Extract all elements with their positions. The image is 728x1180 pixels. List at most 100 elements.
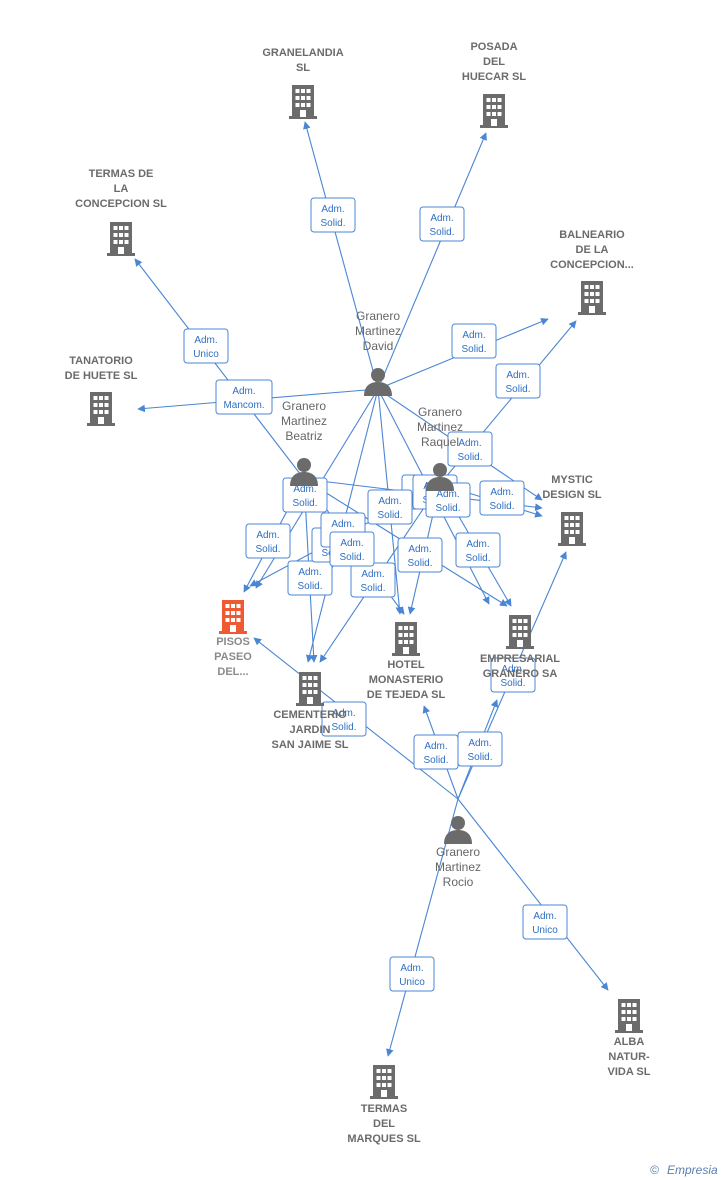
- copyright-icon: ©: [650, 1163, 659, 1177]
- relation-label-line: Solid.: [339, 552, 364, 563]
- company-name-line: PISOS: [216, 636, 250, 648]
- building-icon: [392, 622, 420, 656]
- building-icon: [480, 94, 508, 128]
- building-icon: [615, 999, 643, 1033]
- relation-edge-beatriz-termas_concepcion: [134, 258, 305, 480]
- relation-label-beatriz-mystic[interactable]: Adm.Solid.: [367, 489, 413, 525]
- relation-label-box: [522, 904, 568, 940]
- relation-label-line: Adm.: [293, 484, 316, 495]
- company-name-line: SAN JAIME SL: [271, 739, 348, 751]
- relation-label-rocio-empresarial[interactable]: Adm.Solid.: [490, 657, 536, 693]
- relation-edge-david-granelandia: [303, 121, 379, 390]
- person-name-line: Martinez: [355, 324, 401, 338]
- person-name-line: Beatriz: [285, 429, 322, 443]
- relation-label-raquel-balneario[interactable]: Adm.Solid.: [495, 363, 541, 399]
- company-name-line: BALNEARIO: [559, 229, 625, 241]
- company-node-pisos[interactable]: PISOSPASEODEL...: [214, 600, 252, 678]
- relation-label-line: Solid.: [331, 722, 356, 733]
- relation-label-david-granelandia[interactable]: Adm.Solid.: [310, 197, 356, 233]
- relation-label-line: Adm.: [468, 738, 491, 749]
- relation-label-david-empresarial[interactable]: Adm.Solid.: [479, 480, 525, 516]
- person-name-line: Granero: [282, 399, 326, 413]
- relation-label-line: Adm.: [232, 386, 255, 397]
- relation-label-line: Solid.: [377, 510, 402, 521]
- company-node-empresarial[interactable]: EMPRESARIAL GRANERO SA: [480, 615, 560, 680]
- relation-label-box: [287, 560, 333, 596]
- relation-label-beatriz-termas_concepcion[interactable]: Adm.Unico: [183, 328, 229, 364]
- person-name-line: Martinez: [281, 414, 327, 428]
- person-icon: [290, 458, 318, 486]
- relation-label-line: Adm.: [436, 489, 459, 500]
- relation-label-raquel-mystic[interactable]: Adm.Solid.: [447, 431, 493, 467]
- person-icon: [364, 368, 392, 396]
- company-name-line: EMPRESARIAL: [480, 653, 560, 665]
- relation-label-box: [329, 531, 375, 567]
- relation-label-line: Solid.: [320, 218, 345, 229]
- relation-label-box: [419, 206, 465, 242]
- relation-label-line: Solid.: [461, 344, 486, 355]
- relation-label-box: [447, 431, 493, 467]
- relation-label-rocio-pisos[interactable]: Adm.Solid.: [321, 701, 367, 737]
- building-icon: [289, 85, 317, 119]
- company-name-line: DE LA: [576, 244, 609, 256]
- relation-label-raquel-cementerio[interactable]: Adm.Solid.: [329, 531, 375, 567]
- relation-label-david-posada[interactable]: Adm.Solid.: [419, 206, 465, 242]
- relation-label-raquel-hotel[interactable]: Adm.Solid.: [397, 537, 443, 573]
- company-name-line: LA: [114, 183, 129, 195]
- company-name-line: SL: [296, 62, 310, 74]
- company-name-line: NATUR-: [608, 1051, 650, 1063]
- relation-label-rocio-mystic[interactable]: Adm. Solid.: [457, 731, 503, 767]
- relation-label-david-hotel[interactable]: Adm.Solid.: [287, 560, 333, 596]
- relation-label-line: Adm.: [331, 519, 354, 530]
- company-name-line: DEL: [373, 1118, 395, 1130]
- relation-labels: Adm. Solid. Adm. Solid. Adm. Solid. Adm. Mancom…: [183, 197, 568, 992]
- relation-label-david-balneario[interactable]: Adm.Solid.: [451, 323, 497, 359]
- brand-logo[interactable]: Empresia: [667, 1163, 718, 1177]
- relation-label-line: Solid.: [467, 752, 492, 763]
- company-name-line: GRANERO SA: [483, 668, 558, 680]
- relation-label-david-pisos[interactable]: Adm.Solid.: [245, 523, 291, 559]
- relation-label-rocio-hotel[interactable]: Adm.Solid.: [413, 734, 459, 770]
- relation-label-box: [451, 323, 497, 359]
- relation-label-line: Adm.: [506, 370, 529, 381]
- relation-label-box: [321, 701, 367, 737]
- building-icon: [578, 281, 606, 315]
- relation-label-line: Adm.: [400, 963, 423, 974]
- relation-label-line: Adm.: [501, 664, 524, 675]
- relation-label-david-tanatorio[interactable]: Adm. Mancom.: [215, 379, 273, 415]
- relation-label-box: [310, 197, 356, 233]
- relation-label-box: [479, 480, 525, 516]
- relation-label-box: [367, 489, 413, 525]
- company-name-line: MONASTERIO: [369, 674, 444, 686]
- relation-label-rocio-alba[interactable]: Adm.Unico: [522, 904, 568, 940]
- building-icon: [558, 512, 586, 546]
- relation-label-line: Unico: [193, 349, 219, 360]
- relation-edge-david-posada: [377, 132, 487, 390]
- company-name-line: DE TEJEDA SL: [367, 689, 446, 701]
- person-icon: [444, 816, 472, 844]
- relation-label-rocio-termas_marques[interactable]: Adm.Unico: [389, 956, 435, 992]
- relation-label-line: Mancom.: [223, 400, 264, 411]
- company-name-line: MYSTIC: [551, 474, 593, 486]
- relation-label-beatriz-hotel[interactable]: Adm.Solid.: [350, 562, 396, 598]
- relation-label-line: Solid.: [292, 498, 317, 509]
- building-icon: [370, 1065, 398, 1099]
- relation-label-line: Solid.: [435, 503, 460, 514]
- company-name-line: TERMAS: [361, 1103, 407, 1115]
- relation-label-beatriz-empresarial[interactable]: Adm.Solid.: [455, 532, 501, 568]
